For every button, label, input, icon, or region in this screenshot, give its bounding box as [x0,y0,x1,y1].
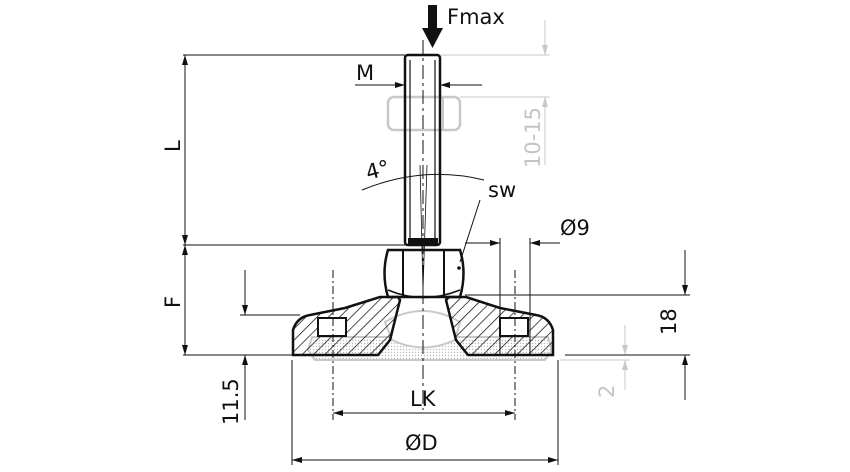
label-nut-range: 10-15 [521,107,545,168]
label-fmax: Fmax [447,5,505,29]
label-lk: LK [410,387,437,411]
label-2: 2 [595,385,619,398]
label-m: M [356,61,374,85]
label-hole-diameter: Ø9 [560,216,590,240]
label-f: F [161,296,185,308]
label-diameter: ØD [405,431,438,455]
label-11-5: 11.5 [219,378,243,425]
label-l: L [161,140,185,152]
force-arrow [422,5,443,48]
label-18: 18 [657,308,681,335]
threaded-stud [403,40,442,410]
dimension-lines [182,54,690,465]
label-sw: sw [488,178,516,202]
lock-nut [386,95,462,132]
label-angle: 4° [363,155,392,184]
